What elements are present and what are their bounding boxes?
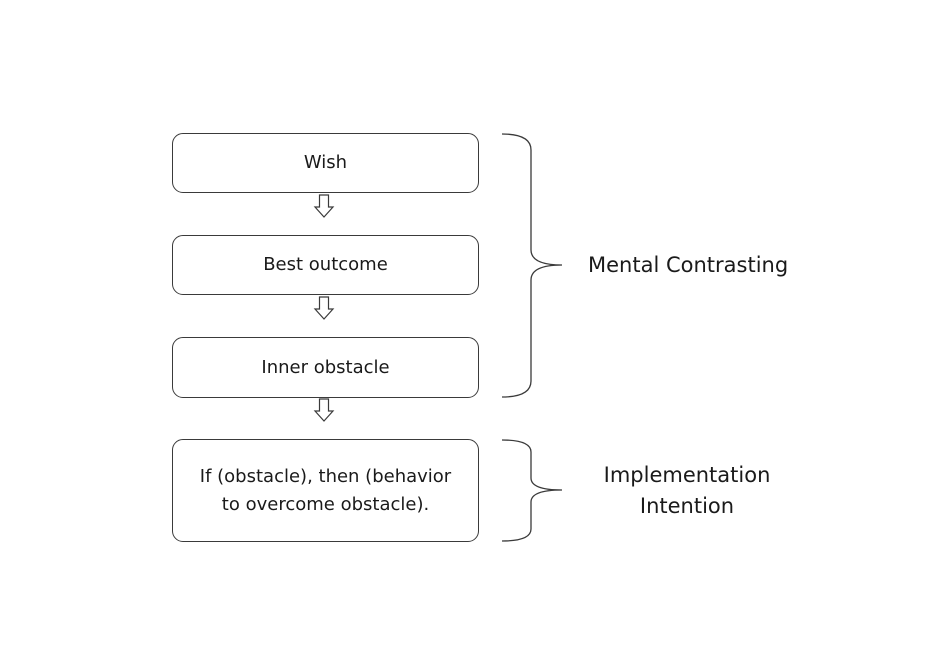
step-inner-obstacle-label: Inner obstacle: [261, 356, 390, 378]
implementation-intention-brace: [501, 439, 563, 542]
arrow-down-icon: [313, 398, 335, 422]
step-if-then-plan-line2: to overcome obstacle).: [221, 493, 430, 515]
step-best-outcome-label: Best outcome: [263, 254, 388, 275]
implementation-intention-line1: Implementation: [603, 463, 771, 487]
step-wish-label: Wish: [303, 152, 348, 173]
mental-contrasting-label: Mental Contrasting: [588, 253, 789, 277]
implementation-intention-line2: Intention: [639, 494, 735, 518]
step-best-outcome: Best outcome: [172, 235, 479, 295]
step-if-then-plan: If (obstacle), then (behavior to overcom…: [172, 439, 479, 542]
step-wish: Wish: [172, 133, 479, 193]
mental-contrasting-brace: [501, 133, 563, 398]
step-inner-obstacle: Inner obstacle: [172, 337, 479, 398]
arrow-down-icon: [313, 296, 335, 320]
implementation-intention-label: Implementation Intention: [576, 460, 798, 522]
arrow-down-icon: [313, 194, 335, 218]
step-if-then-plan-line1: If (obstacle), then (behavior: [199, 465, 452, 487]
step-if-then-plan-text: If (obstacle), then (behavior to overcom…: [200, 463, 451, 519]
